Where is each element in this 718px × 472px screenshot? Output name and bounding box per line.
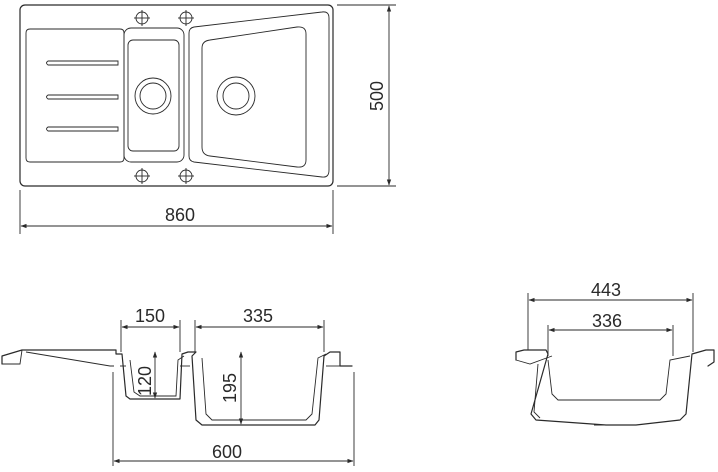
drainboard-grooves (46, 60, 119, 132)
width-label: 860 (165, 205, 195, 225)
outer-width-label: 443 (591, 280, 621, 300)
side-view: 443 336 (515, 280, 715, 426)
dimension-large-bowl-width: 335 (194, 306, 325, 352)
dimension-small-bowl-width: 150 (120, 306, 181, 352)
small-bowl-drain-icon (134, 77, 172, 115)
inner-width-label: 336 (592, 311, 622, 331)
tap-hole-icons (134, 10, 194, 184)
section-profile (1, 349, 353, 426)
dimension-inner-width: 336 (547, 311, 674, 356)
large-bowl-drain-icon (216, 76, 256, 116)
dimension-small-bowl-depth: 120 (135, 351, 158, 399)
small-bowl-inner (127, 39, 180, 152)
sink-outline (19, 4, 334, 187)
dimension-width: 860 (19, 190, 334, 234)
depth-label: 500 (367, 81, 387, 111)
dimension-bowls-total-width: 600 (112, 372, 355, 466)
section-view: 150 335 120 195 600 (1, 306, 355, 466)
side-profile (515, 349, 715, 426)
dimension-large-bowl-depth: 195 (220, 351, 244, 425)
large-bowl-width-label: 335 (243, 306, 273, 326)
drainboard (25, 28, 125, 163)
small-bowl-width-label: 150 (135, 306, 165, 326)
large-bowl-depth-label: 195 (220, 373, 240, 403)
large-bowl-inner (201, 26, 307, 168)
dimension-depth: 500 (337, 4, 396, 187)
bowls-total-width-label: 600 (212, 442, 242, 462)
dimension-outer-width: 443 (527, 280, 694, 352)
small-bowl-outer (123, 27, 185, 163)
small-bowl-depth-label: 120 (135, 366, 155, 396)
large-bowl-outer (188, 11, 330, 178)
top-view: 860 500 (19, 4, 396, 234)
